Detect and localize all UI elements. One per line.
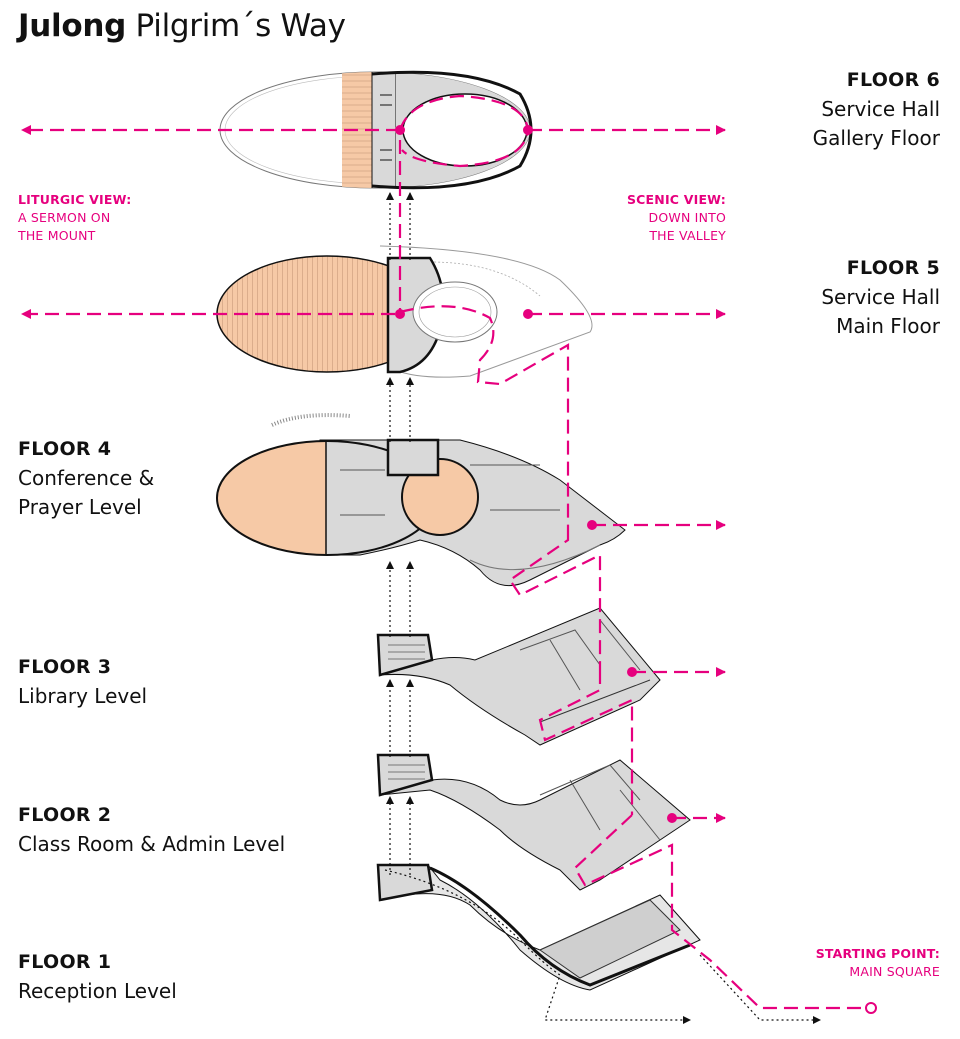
floor-5-void bbox=[412, 281, 498, 343]
floor-4-desc-1: Conference & bbox=[18, 466, 155, 490]
floor-3-name: FLOOR 3 bbox=[18, 656, 112, 678]
floor-5-desc-1: Service Hall bbox=[821, 285, 940, 309]
scenic-view-note: SCENIC VIEW: DOWN INTO THE VALLEY bbox=[627, 191, 726, 245]
node-f2 bbox=[667, 813, 677, 823]
node-f3 bbox=[627, 667, 637, 677]
scenic-view-line-2: THE VALLEY bbox=[649, 228, 726, 243]
floor-4-label: FLOOR 4 Conference & Prayer Level bbox=[18, 435, 154, 522]
floor-1-reception-hall bbox=[538, 899, 681, 979]
floor-6-name: FLOOR 6 bbox=[846, 69, 940, 91]
path-nodes bbox=[395, 125, 877, 1014]
starting-point-line-1: MAIN SQUARE bbox=[849, 964, 940, 979]
node-f4 bbox=[587, 520, 597, 530]
node-f6-east bbox=[523, 125, 533, 135]
floor-4-prayer-room bbox=[401, 458, 479, 536]
starting-point-heading: STARTING POINT: bbox=[815, 946, 940, 961]
floor-1-plan bbox=[376, 863, 701, 991]
floor-4-core bbox=[386, 438, 440, 477]
floor-4-prayer-hall bbox=[217, 441, 326, 555]
floor-2-label: FLOOR 2 Class Room & Admin Level bbox=[18, 801, 285, 859]
starting-point-node bbox=[865, 1002, 877, 1014]
node-f6-west bbox=[395, 125, 405, 135]
floor-3-plan bbox=[376, 607, 661, 746]
floor-5-desc-2: Main Floor bbox=[836, 314, 940, 338]
node-f5-east bbox=[523, 309, 533, 319]
pilgrim-path bbox=[21, 94, 866, 1010]
scenic-view-line-1: DOWN INTO bbox=[648, 210, 726, 225]
floor-2-floorplate bbox=[377, 754, 691, 891]
title-rest: Pilgrim´s Way bbox=[126, 8, 346, 44]
floor-5-label: FLOOR 5 Service Hall Main Floor bbox=[821, 254, 940, 341]
floor-3-floorplate bbox=[377, 607, 661, 746]
floor-1-desc-1: Reception Level bbox=[18, 979, 177, 1003]
floor-6-label: FLOOR 6 Service Hall Gallery Floor bbox=[813, 66, 940, 153]
floor-6-desc-1: Service Hall bbox=[821, 97, 940, 121]
liturgic-view-note: LITURGIC VIEW: A SERMON ON THE MOUNT bbox=[18, 191, 131, 245]
floor-1-core bbox=[376, 863, 434, 902]
floor-6-desc-2: Gallery Floor bbox=[812, 126, 940, 150]
floor-3-label: FLOOR 3 Library Level bbox=[18, 653, 147, 711]
title-bold: Julong bbox=[18, 8, 126, 44]
floor-1-label: FLOOR 1 Reception Level bbox=[18, 948, 177, 1006]
floor-4-plan bbox=[216, 413, 626, 587]
liturgic-view-line-1: A SERMON ON bbox=[18, 210, 111, 225]
floor-4-desc-2: Prayer Level bbox=[18, 495, 142, 519]
floor-2-name: FLOOR 2 bbox=[18, 804, 112, 826]
floor-5-name: FLOOR 5 bbox=[846, 257, 940, 279]
floor-6-plan bbox=[219, 70, 533, 190]
floor-1-name: FLOOR 1 bbox=[18, 951, 112, 973]
vertical-circulation-arrows bbox=[384, 192, 821, 1024]
page-title: Julong Pilgrim´s Way bbox=[18, 8, 346, 44]
liturgic-view-heading: LITURGIC VIEW: bbox=[18, 192, 132, 207]
floor-4-name: FLOOR 4 bbox=[18, 438, 112, 460]
node-f5-west bbox=[395, 309, 405, 319]
floor-3-desc-1: Library Level bbox=[18, 684, 148, 708]
floor-2-desc-1: Class Room & Admin Level bbox=[18, 832, 286, 856]
liturgic-view-line-2: THE MOUNT bbox=[18, 228, 96, 243]
floor-2-plan bbox=[376, 753, 691, 891]
starting-point-note: STARTING POINT: MAIN SQUARE bbox=[816, 945, 940, 981]
scenic-view-heading: SCENIC VIEW: bbox=[626, 192, 726, 207]
